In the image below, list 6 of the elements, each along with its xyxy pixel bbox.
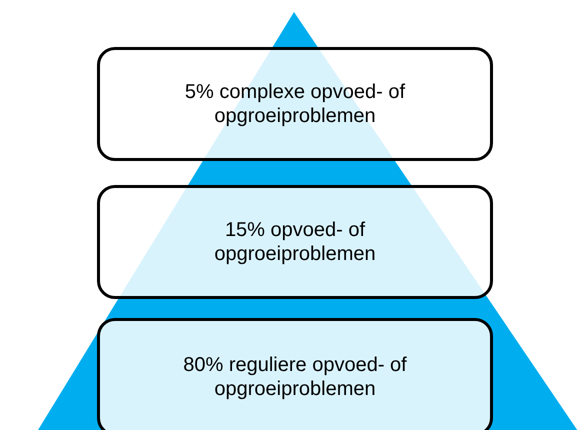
level-text: 15% opvoed- of opgroeiproblemen: [213, 218, 377, 266]
level-box: [97, 47, 493, 161]
level-text: 5% complexe opvoed- of opgroeiproblemen: [184, 80, 406, 128]
level-text: 80% reguliere opvoed- of opgroeiproblemen: [182, 353, 408, 401]
level-box: [97, 185, 493, 299]
level-box: [97, 318, 493, 430]
